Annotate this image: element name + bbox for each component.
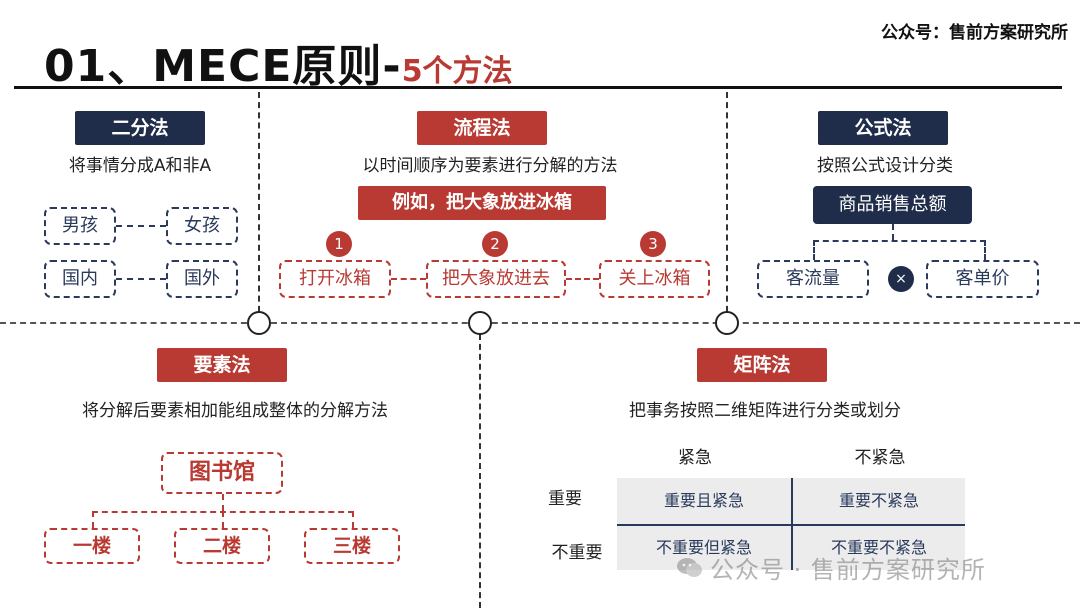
dichotomy-left-2: 国内	[44, 260, 116, 298]
matrix-desc: 把事务按照二维矩阵进行分类或划分	[629, 401, 901, 421]
divider-v3	[479, 334, 481, 608]
formula-leg-left	[813, 240, 815, 260]
junction-circle-1	[247, 311, 271, 335]
watermark: 公众号 · 售前方案研究所	[676, 550, 986, 585]
element-child-1: 一楼	[44, 528, 140, 564]
step-1: 打开冰箱	[279, 260, 391, 298]
formula-tag: 公式法	[818, 111, 948, 145]
element-leg-1	[92, 511, 94, 528]
page-title-sub: 5个方法	[401, 54, 513, 89]
dichotomy-link-1	[116, 225, 166, 227]
wechat-icon	[676, 557, 704, 579]
matrix-cell-2-1: 不重要但紧急	[617, 526, 791, 570]
divider-v1	[258, 92, 260, 322]
step-number-3: 3	[640, 231, 666, 257]
dichotomy-left-1: 男孩	[44, 207, 116, 245]
step-2: 把大象放进去	[426, 260, 566, 298]
step-link-1	[391, 278, 426, 280]
matrix-cell-2-2: 不重要不紧急	[793, 526, 965, 570]
junction-circle-3	[715, 311, 739, 335]
matrix-cell-1-1: 重要且紧急	[617, 478, 791, 524]
process-tag: 流程法	[417, 111, 547, 145]
formula-stem	[892, 224, 894, 240]
matrix-row-header-2: 不重要	[551, 543, 603, 563]
formula-factor-2: 客单价	[926, 260, 1039, 298]
element-child-2: 二楼	[174, 528, 270, 564]
matrix-divider-v	[791, 478, 793, 570]
account-label: 公众号：售前方案研究所	[881, 23, 1068, 43]
element-tag: 要素法	[157, 348, 287, 382]
formula-leg-right	[984, 240, 986, 260]
element-stem	[222, 494, 224, 511]
dichotomy-tag: 二分法	[75, 111, 205, 145]
matrix-cell-1-2: 重要不紧急	[793, 478, 965, 524]
dichotomy-right-2: 国外	[166, 260, 238, 298]
process-desc: 以时间顺序为要素进行分解的方法	[362, 156, 618, 176]
page-title-main: 01、MECE原则-	[44, 41, 402, 92]
matrix-col-header-2: 不紧急	[854, 448, 906, 468]
element-desc: 将分解后要素相加能组成整体的分解方法	[82, 401, 388, 421]
matrix-col-header-1: 紧急	[678, 448, 712, 468]
dichotomy-right-1: 女孩	[166, 207, 238, 245]
dichotomy-link-2	[116, 278, 166, 280]
watermark-text: 公众号 · 售前方案研究所	[710, 556, 986, 584]
formula-total: 商品销售总额	[813, 186, 972, 224]
page-title: 01、MECE原则-5个方法	[44, 30, 513, 94]
junction-circle-2	[468, 311, 492, 335]
matrix-tag: 矩阵法	[697, 348, 827, 382]
dichotomy-desc: 将事情分成A和非A	[68, 156, 212, 176]
multiply-icon: ×	[888, 266, 914, 292]
step-number-2: 2	[482, 231, 508, 257]
divider-v2	[726, 92, 728, 322]
formula-factor-1: 客流量	[757, 260, 869, 298]
step-link-2	[566, 278, 599, 280]
formula-branch	[813, 240, 986, 242]
process-example: 例如，把大象放进冰箱	[358, 186, 606, 220]
header-rule	[14, 86, 1062, 89]
matrix-row-header-1: 重要	[548, 489, 582, 509]
element-leg-3	[352, 511, 354, 528]
formula-desc: 按照公式设计分类	[817, 156, 953, 176]
divider-h	[0, 322, 1080, 324]
element-leg-2	[222, 511, 224, 528]
step-number-1: 1	[326, 231, 352, 257]
element-child-3: 三楼	[304, 528, 400, 564]
step-3: 关上冰箱	[599, 260, 710, 298]
element-root: 图书馆	[161, 452, 283, 494]
